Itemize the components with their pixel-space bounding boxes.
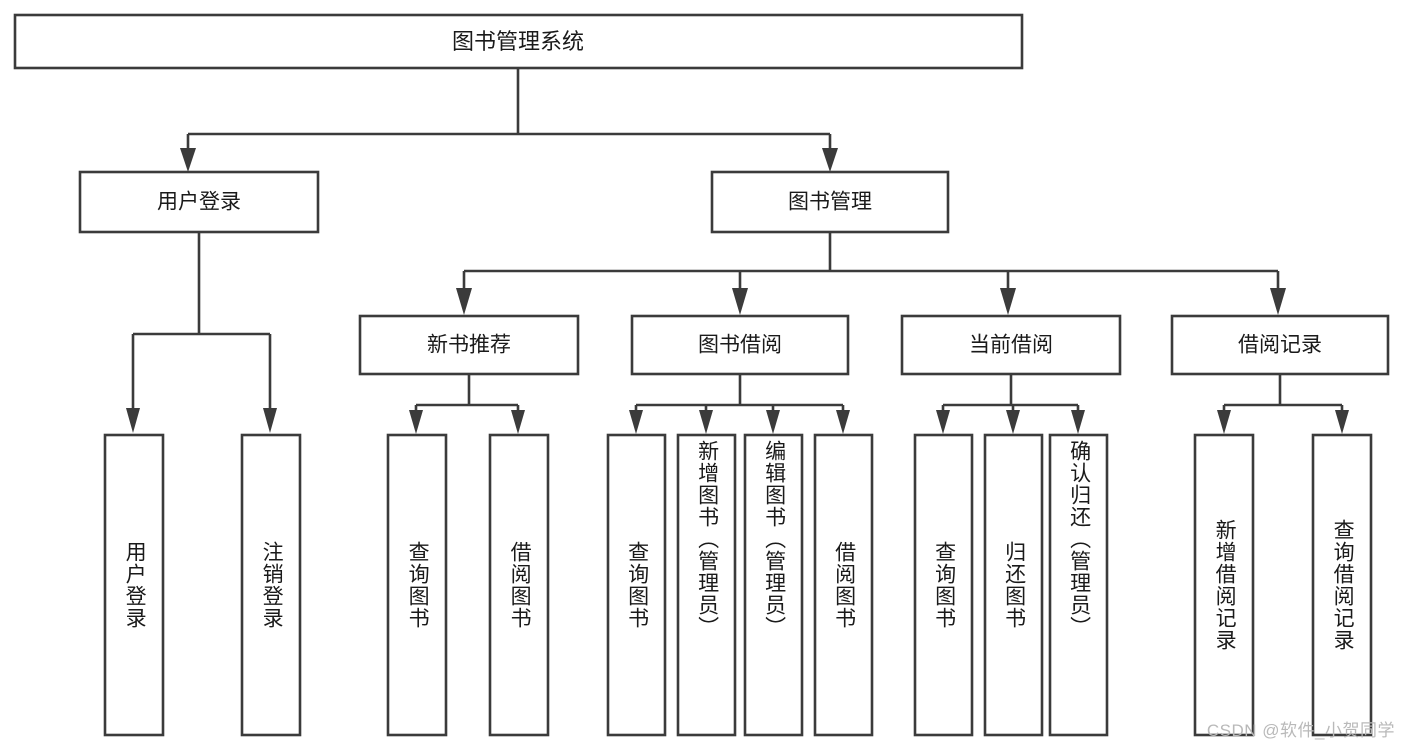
arrow-to-leaf-user-login	[126, 408, 140, 433]
arrow-to-leaf-borrow-book-1	[511, 410, 525, 434]
leaf-box-add-book[interactable]	[676, 433, 737, 737]
watermark-text: CSDN @软件_小贺同学	[1206, 721, 1395, 740]
node-book-manage-label: 图书管理	[788, 191, 872, 214]
leaf-box-user-login[interactable]	[103, 433, 165, 737]
connector-group	[126, 68, 1349, 434]
arrow-to-leaf-borrow-book-2	[836, 410, 850, 434]
node-book-manage[interactable]: 图书管理	[710, 170, 950, 234]
arrow-to-leaf-add-record	[1217, 410, 1231, 434]
node-root[interactable]: 图书管理系统	[13, 13, 1024, 70]
arrow-to-leaf-return-book	[1006, 410, 1020, 434]
leaf-box-query-book-2[interactable]	[606, 433, 667, 737]
leaf-box-query-book-1[interactable]	[386, 433, 448, 737]
arrow-to-leaf-add-book	[699, 410, 713, 434]
node-borrow-record-label: 借阅记录	[1238, 334, 1322, 357]
arrow-to-book-manage	[822, 148, 838, 172]
node-current-borrow[interactable]: 当前借阅	[900, 314, 1122, 376]
arrow-to-leaf-edit-book	[766, 410, 780, 434]
node-current-borrow-label: 当前借阅	[969, 334, 1053, 357]
leaf-box-borrow-book-2[interactable]	[813, 433, 874, 737]
node-root-box[interactable]	[13, 13, 1024, 70]
node-user-login-label: 用户登录	[157, 191, 241, 214]
node-book-manage-box[interactable]	[710, 170, 950, 234]
arrow-to-leaf-query-book-3	[936, 410, 950, 434]
node-current-borrow-box[interactable]	[900, 314, 1122, 376]
node-new-book-recommend-box[interactable]	[358, 314, 580, 376]
leaf-box-query-book-3[interactable]	[913, 433, 974, 737]
arrow-to-borrow-record	[1270, 288, 1286, 315]
leaf-box-add-record[interactable]	[1193, 433, 1255, 737]
arrow-to-leaf-query-book-1	[409, 410, 423, 434]
leaf-box-borrow-book-1[interactable]	[488, 433, 550, 737]
node-new-book-recommend[interactable]: 新书推荐	[358, 314, 580, 376]
node-borrow-record-box[interactable]	[1170, 314, 1390, 376]
arrow-to-current-borrow	[1000, 288, 1016, 315]
node-new-book-recommend-label: 新书推荐	[427, 334, 511, 357]
leaf-box-query-record[interactable]	[1311, 433, 1373, 737]
arrow-to-leaf-user-logout	[263, 408, 277, 433]
leaf-box-return-book[interactable]	[983, 433, 1044, 737]
arrow-to-leaf-query-record	[1335, 410, 1349, 434]
arrow-to-book-borrow	[732, 288, 748, 315]
node-book-borrow-label: 图书借阅	[698, 334, 782, 357]
leaf-box-edit-book[interactable]	[743, 433, 804, 737]
arrow-to-user-login	[180, 148, 196, 172]
node-user-login-box[interactable]	[78, 170, 320, 234]
node-book-borrow-box[interactable]	[630, 314, 850, 376]
leaf-box-confirm-return[interactable]	[1048, 433, 1109, 737]
arrow-to-leaf-confirm-return	[1071, 410, 1085, 434]
node-book-borrow[interactable]: 图书借阅	[630, 314, 850, 376]
leaf-box-user-logout[interactable]	[240, 433, 302, 737]
node-root-label: 图书管理系统	[452, 29, 584, 54]
arrow-to-leaf-query-book-2	[629, 410, 643, 434]
node-borrow-record[interactable]: 借阅记录	[1170, 314, 1390, 376]
node-user-login[interactable]: 用户登录	[78, 170, 320, 234]
arrow-to-new-book-recommend	[456, 288, 472, 315]
